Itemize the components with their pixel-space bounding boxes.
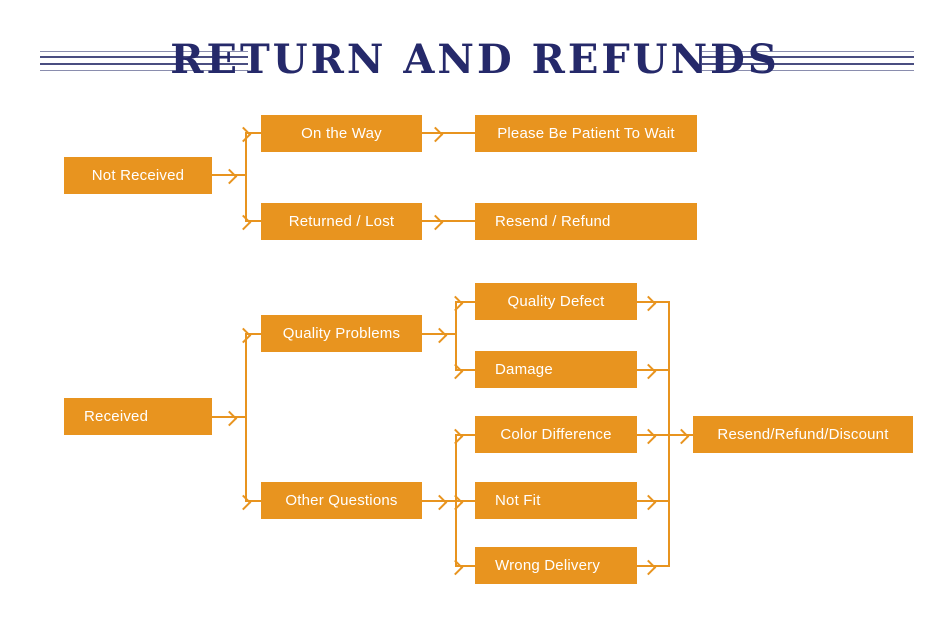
title-bar: RETURN AND REFUNDS (0, 20, 950, 83)
arrow-head (640, 428, 657, 445)
arrow-head (235, 126, 252, 143)
rule-line (40, 70, 248, 71)
connector-quality-problems-out (422, 333, 456, 335)
node-returned-lost[interactable]: Returned / Lost (261, 203, 422, 240)
connector-to-other-questions (245, 500, 261, 502)
connector-subtrunk-quality (455, 301, 457, 370)
arrow-head (447, 559, 464, 576)
connector-on-the-way-out (422, 132, 475, 134)
connector-wrong-delivery-merge (637, 565, 670, 567)
rule-line (702, 70, 914, 71)
node-other-questions[interactable]: Other Questions (261, 482, 422, 519)
title-rule-left (40, 51, 248, 73)
connector-received-out (212, 416, 246, 418)
page-title: RETURN AND REFUNDS (170, 36, 780, 83)
connector-to-returned-lost (245, 220, 261, 222)
node-resend-refund-discount[interactable]: Resend/Refund/Discount (693, 416, 913, 453)
arrow-head (447, 428, 464, 445)
connector-to-quality-defect (455, 301, 475, 303)
node-not-fit[interactable]: Not Fit (475, 482, 637, 519)
connector-trunk-not-received (245, 133, 247, 221)
rule-line (40, 56, 248, 58)
rule-line (702, 63, 914, 65)
node-color-difference[interactable]: Color Difference (475, 416, 637, 453)
arrow-head (431, 327, 448, 344)
connector-to-wrong-delivery (455, 565, 475, 567)
arrow-head (427, 126, 444, 143)
node-please-be-patient-to-wait[interactable]: Please Be Patient To Wait (475, 115, 697, 152)
arrow-head (221, 168, 238, 185)
arrow-head (447, 295, 464, 312)
connector-merge-bus (668, 301, 670, 566)
connector-to-color-difference (455, 434, 475, 436)
arrow-head (235, 214, 252, 231)
rule-line (40, 63, 248, 65)
connector-trunk-received (245, 333, 247, 501)
node-quality-defect[interactable]: Quality Defect (475, 283, 637, 320)
arrow-head (640, 363, 657, 380)
node-received[interactable]: Received (64, 398, 212, 435)
node-not-received[interactable]: Not Received (64, 157, 212, 194)
connector-to-not-fit (455, 500, 475, 502)
arrow-head (431, 494, 448, 511)
arrow-head (673, 428, 690, 445)
node-quality-problems[interactable]: Quality Problems (261, 315, 422, 352)
node-on-the-way[interactable]: On the Way (261, 115, 422, 152)
connector-not-fit-merge (637, 500, 670, 502)
connector-other-questions-out (422, 500, 456, 502)
connector-returned-lost-out (422, 220, 475, 222)
arrow-head (447, 494, 464, 511)
arrow-head (427, 214, 444, 231)
rule-line (40, 51, 248, 52)
connector-merge-to-outcome (668, 434, 693, 436)
connector-color-difference-merge (637, 434, 670, 436)
connector-to-quality-problems (245, 333, 261, 335)
arrow-head (640, 494, 657, 511)
rule-line (702, 51, 914, 52)
connector-damage-merge (637, 369, 670, 371)
arrow-head (235, 494, 252, 511)
node-damage[interactable]: Damage (475, 351, 637, 388)
connector-to-damage (455, 369, 475, 371)
connector-quality-defect-merge (637, 301, 670, 303)
node-wrong-delivery[interactable]: Wrong Delivery (475, 547, 637, 584)
rule-line (702, 56, 914, 58)
arrow-head (447, 363, 464, 380)
connector-not-received-out (212, 174, 246, 176)
arrow-head (640, 559, 657, 576)
arrow-head (235, 327, 252, 344)
connector-to-on-the-way (245, 132, 261, 134)
arrow-head (221, 410, 238, 427)
node-resend-refund[interactable]: Resend / Refund (475, 203, 697, 240)
title-rule-right (702, 51, 914, 73)
arrow-head (640, 295, 657, 312)
